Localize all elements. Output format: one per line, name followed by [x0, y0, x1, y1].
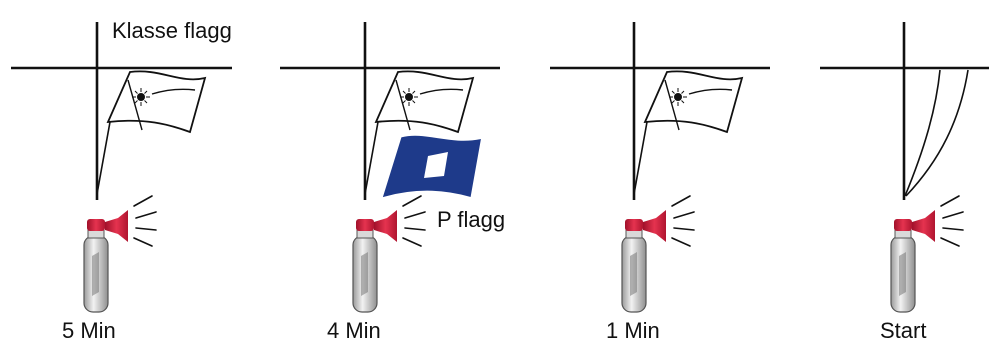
class-flag-1	[97, 71, 205, 194]
stage-5-min	[11, 22, 232, 312]
class-flag-label: Klasse flagg	[112, 18, 232, 44]
air-horn-icon-1	[84, 196, 156, 312]
stage-time-label: 1 Min	[606, 318, 660, 344]
mast-4	[820, 22, 989, 200]
air-horn-icon-4	[891, 196, 963, 312]
p-flag-label: P flagg	[437, 207, 505, 233]
stage-time-label: 5 Min	[62, 318, 116, 344]
stage-4-min	[280, 22, 500, 312]
p-flag	[384, 136, 480, 196]
lowered-halyards	[905, 70, 968, 196]
stage-1-min	[550, 22, 770, 312]
class-flag-3	[634, 71, 742, 194]
air-horn-icon-2	[353, 196, 425, 312]
stage-start	[820, 22, 989, 312]
air-horn-icon-3	[622, 196, 694, 312]
stage-time-label: 4 Min	[327, 318, 381, 344]
stage-time-label: Start	[880, 318, 926, 344]
